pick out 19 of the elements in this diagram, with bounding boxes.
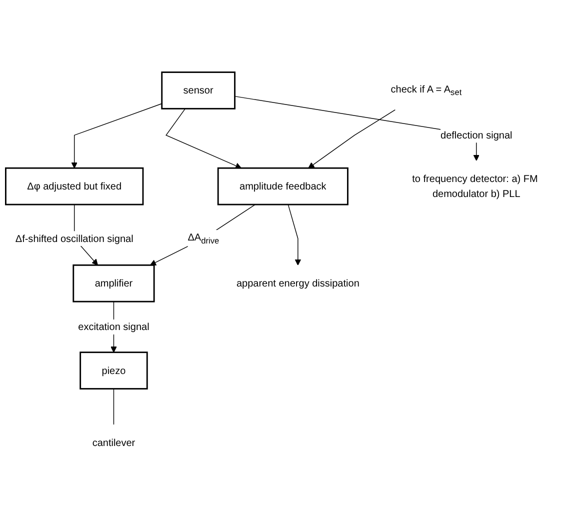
arrow [288,204,302,266]
edge-label: deflection signal [440,129,512,141]
node-box: piezo [80,352,148,390]
node-box: amplifier [72,264,155,302]
node-text: apparent energy dissipation [236,277,360,289]
edge-label: Δf-shifted oscillation signal [15,232,134,244]
arrow [71,103,162,168]
edge-label: ΔA$_{drive}$ [188,231,220,246]
arrow [150,204,256,266]
node-box: Δφ adjusted but fixed [5,167,144,206]
edge-label: excitation signal [78,320,150,332]
node-box: amplitude feedback [217,167,348,206]
node-text: to frequency detector: a) FM demodulator b) PLL [412,172,538,200]
arrow [308,110,396,168]
node-text: cantilever [92,436,136,448]
arrow [166,108,242,169]
node-box: sensor [161,72,236,110]
node-text: check if A = A$_{set}$ [390,83,462,98]
connector [113,388,114,425]
